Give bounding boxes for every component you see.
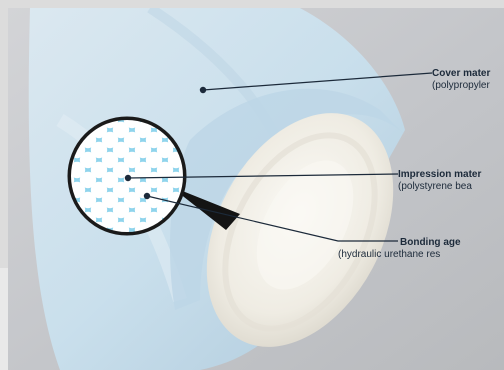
- bonding-marker: [144, 193, 150, 199]
- cover-material-label: Cover mater (polypropyler: [432, 68, 490, 92]
- cover-material-title: Cover mater: [432, 68, 490, 79]
- bonding-agent-detail: (hydraulic urethane res: [338, 249, 461, 261]
- bonding-agent-label: Bonding age (hydraulic urethane res: [338, 237, 461, 261]
- bonding-agent-title: Bonding age: [338, 237, 461, 249]
- impression-marker: [125, 175, 131, 181]
- impression-material-detail: (polystyrene bea: [398, 181, 481, 193]
- impression-material-title: Impression mater: [398, 169, 481, 180]
- impression-material-label: Impression mater (polystyrene bea: [398, 169, 481, 193]
- cover-marker: [200, 87, 206, 93]
- cover-material-detail: (polypropyler: [432, 80, 490, 92]
